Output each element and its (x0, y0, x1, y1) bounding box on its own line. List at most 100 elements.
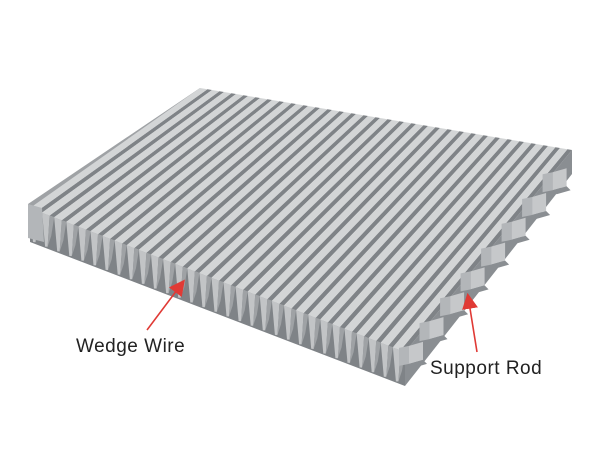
wedge-wire-side (59, 220, 67, 252)
support-rod-shadow (450, 310, 469, 319)
support-rod-end (511, 217, 526, 240)
wedge-wire-top (90, 98, 268, 235)
wedge-wire-end (90, 231, 98, 266)
support-rod-shadow (532, 211, 551, 219)
wire-gap (182, 113, 356, 269)
support-rod-shadow (470, 285, 489, 294)
wire-gap (219, 119, 392, 283)
wire-gap (364, 143, 536, 339)
wedge-wire-side (374, 340, 381, 373)
wedge-wire-end (296, 310, 304, 345)
wedge-wire-end (163, 259, 171, 294)
wire-gap (267, 127, 440, 301)
wedge-wire-top (138, 106, 316, 253)
wedge-wire-top (368, 144, 544, 341)
wire-gap (243, 123, 416, 292)
wire-gap (85, 97, 261, 232)
wedge-wire-end (320, 319, 328, 354)
wedge-wire-top (187, 114, 364, 272)
support-rod-arrow (462, 292, 478, 353)
wire-gap (291, 131, 464, 311)
wedge-wire-end (54, 217, 62, 252)
support-rod-end (450, 292, 465, 315)
wedge-wire-end (66, 221, 74, 257)
support-rod-shadow (429, 335, 448, 344)
support-rod-side (419, 321, 430, 342)
wedge-wire-side (108, 238, 115, 270)
support-rod-side (522, 197, 533, 217)
wedge-wire-top (320, 136, 496, 323)
wire-gap (279, 129, 452, 306)
wedge-wire-end (344, 328, 352, 363)
wedge-wire-side (289, 308, 297, 340)
wedge-wire-side (301, 313, 309, 345)
wedge-wire-top (392, 148, 568, 351)
wire-gap (376, 145, 548, 343)
wedge-wire-label: Wedge Wire (76, 336, 186, 357)
wire-gap (170, 111, 344, 264)
wedge-wire-top (66, 94, 244, 225)
support-rod-side (501, 221, 512, 242)
wedge-wire-top (308, 134, 484, 318)
wire-gap (122, 103, 296, 246)
wedge-wire-top (235, 122, 412, 290)
wedge-wire-top (284, 130, 460, 309)
wedge-wire-top (356, 142, 532, 337)
support-rod-end (552, 168, 567, 191)
wedge-wire-top (78, 96, 256, 230)
wedge-wire-end (151, 254, 159, 289)
wedge-wire-end (138, 249, 147, 284)
wire-gap (255, 125, 428, 297)
wedge-wire-end (199, 273, 207, 308)
support-rod-end (429, 317, 444, 340)
wedge-wire-top (151, 108, 328, 258)
wire-gap (327, 137, 500, 325)
wedge-wire-side (144, 252, 151, 284)
wedge-wire-side (253, 294, 260, 326)
wedge-wire-end (259, 296, 268, 331)
wedge-wire-end (78, 226, 86, 261)
wedge-wire-side (362, 336, 369, 368)
wedge-wire-top (296, 132, 472, 314)
wedge-wire-end (308, 314, 316, 349)
wedge-wire-top (114, 102, 292, 244)
wedge-wire-end (271, 300, 280, 336)
wedge-wire-end (284, 305, 292, 340)
wedge-wire-end (380, 342, 389, 377)
support-rod-side (399, 345, 409, 366)
wedge-wire-end (187, 268, 195, 303)
support-rod-end (470, 267, 485, 290)
wire-gap (194, 115, 368, 273)
support-rod-side (481, 246, 492, 267)
wedge-wire-top (344, 140, 520, 332)
wire-gap (49, 91, 224, 218)
wedge-wire-top (332, 138, 508, 327)
wedge-wire-top (163, 110, 340, 262)
wedge-wire-top (259, 126, 436, 300)
wedge-wire-top (126, 104, 304, 248)
wire-gap (37, 89, 212, 213)
support-rod-side (542, 172, 553, 193)
wedge-wire-end (126, 245, 135, 280)
wedge-wire-end (235, 287, 244, 322)
wire-gap (352, 141, 524, 334)
wire-gap (61, 93, 237, 222)
wedge-wire-end (211, 277, 219, 312)
wedge-wire-top (223, 120, 400, 286)
wire-gap (315, 135, 488, 320)
wedge-wire-end (114, 240, 123, 275)
wedge-wire-side (132, 248, 139, 280)
wedge-wire-side (217, 280, 224, 312)
wedge-wire-side (83, 229, 91, 261)
wedge-wire-top (271, 128, 448, 304)
wedge-wire-side (47, 215, 55, 247)
wire-gap (339, 139, 512, 329)
wire-gap (158, 109, 332, 260)
support-rod-end (532, 193, 547, 215)
wire-gap (73, 95, 248, 227)
wedge-wire-top (211, 118, 388, 281)
panel-left-cap (28, 204, 44, 242)
wedge-wire-end (247, 291, 256, 326)
wedge-wire-end (42, 212, 50, 247)
